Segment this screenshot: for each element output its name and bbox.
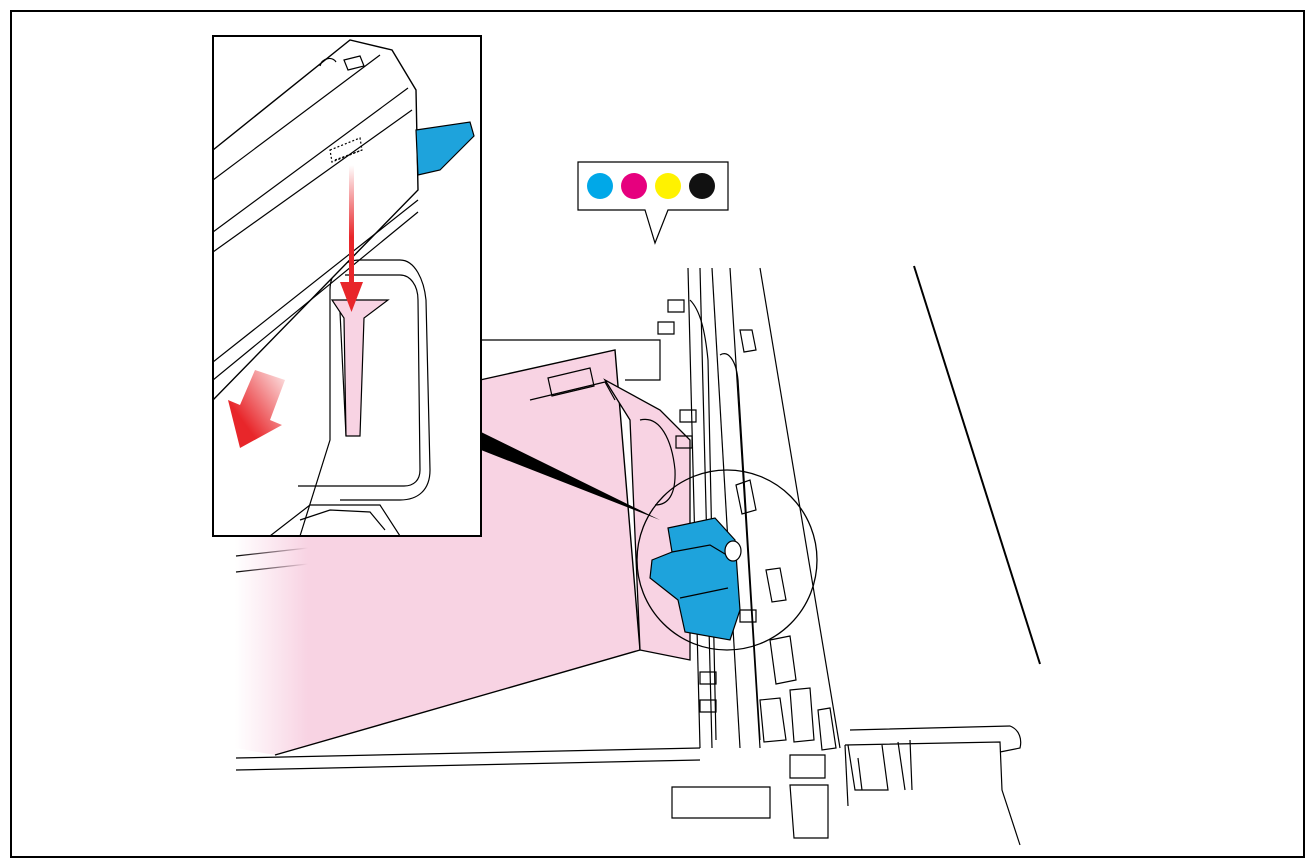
magnify-circle-icon <box>636 469 818 651</box>
insertion-arrow-icon <box>228 370 285 448</box>
cartridge-outline <box>274 349 641 756</box>
inset-detail <box>212 35 482 537</box>
printer-base <box>671 725 1022 846</box>
inset-blue-tab <box>415 121 475 176</box>
toner-color-callout-icon <box>577 161 729 245</box>
toner-dot-cyan <box>587 173 613 199</box>
toner-dot-magenta <box>621 173 647 199</box>
blue-release-lever <box>649 517 742 641</box>
toner-dot-yellow <box>655 173 681 199</box>
printer-slots <box>657 267 841 751</box>
side-panel-line <box>913 265 1041 665</box>
cartridge-handle <box>547 367 595 397</box>
down-arrow-icon <box>340 165 363 312</box>
cartridge-body <box>235 350 640 755</box>
toner-dot-black <box>689 173 715 199</box>
callout-pointer <box>481 432 660 520</box>
guide-slot <box>330 299 390 437</box>
inset-cartridge <box>213 39 419 402</box>
outer-frame <box>10 10 1305 858</box>
